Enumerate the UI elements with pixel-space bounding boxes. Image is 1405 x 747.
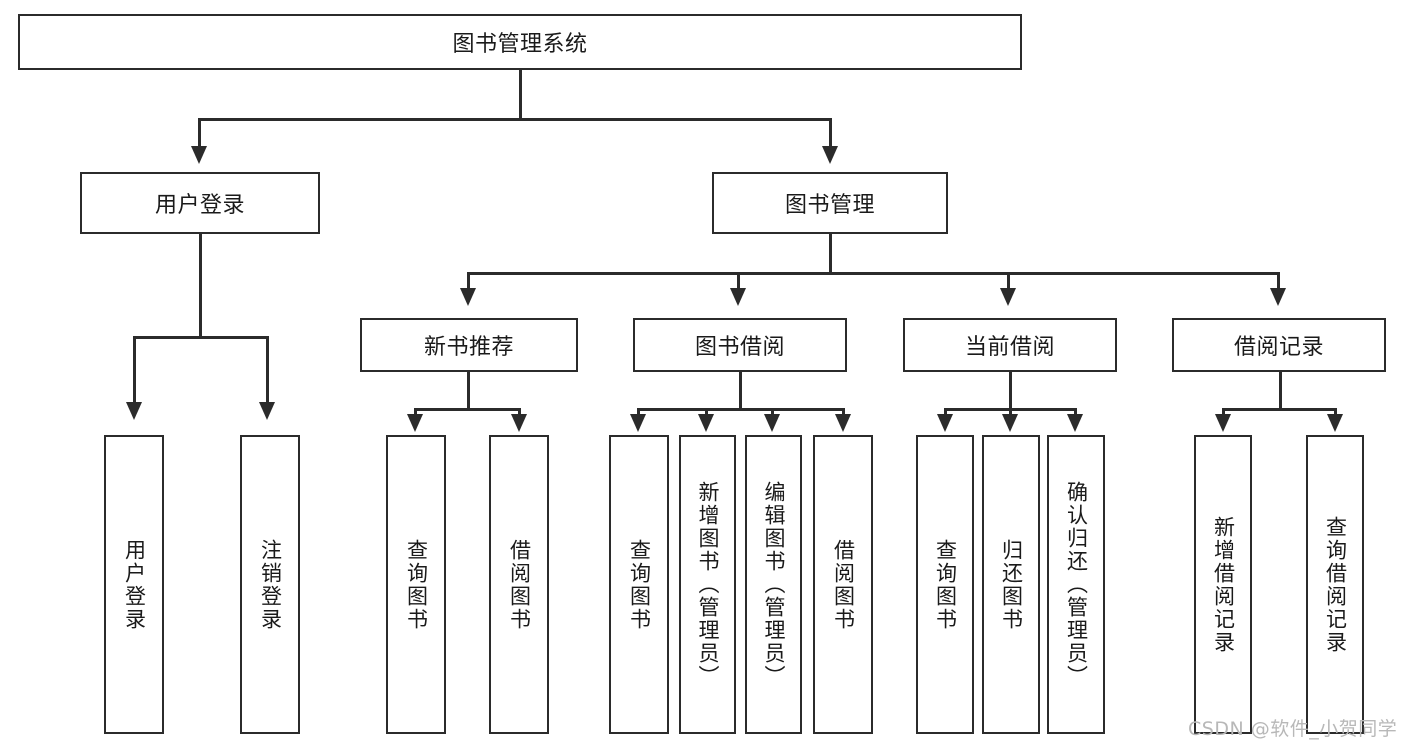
leaf-logout[interactable]: 注销登录	[240, 435, 300, 734]
connector-user-login-drop-1	[133, 336, 136, 404]
connector-root-drop-left	[198, 118, 201, 148]
node-label: 借阅记录	[1233, 335, 1324, 360]
leaf-cb-query-book[interactable]: 查询图书	[916, 435, 974, 734]
connector-root-drop-right	[829, 118, 832, 148]
connector-bb-drop-4	[842, 408, 845, 418]
leaf-label: 用户登录	[122, 538, 147, 631]
leaf-cb-return-book[interactable]: 归还图书	[982, 435, 1040, 734]
connector-bb-drop-2	[705, 408, 708, 418]
leaf-label: 注销登录	[258, 538, 283, 631]
connector-nbr-drop-1	[414, 408, 417, 418]
leaf-label: 查询图书	[627, 538, 652, 631]
node-borrow-record[interactable]: 借阅记录	[1172, 318, 1386, 372]
connector-user-login-drop-2	[266, 336, 269, 404]
arrow-to-leaf-bb-borrow-book	[835, 414, 851, 432]
leaf-label: 确认归还（管理员）	[1064, 481, 1089, 688]
arrow-to-current-borrow	[1000, 288, 1016, 306]
arrow-to-book-management	[822, 146, 838, 164]
leaf-label: 归还图书	[999, 538, 1024, 631]
node-label: 新书推荐	[423, 335, 514, 360]
node-root-book-management-system[interactable]: 图书管理系统	[18, 14, 1022, 70]
node-book-management[interactable]: 图书管理	[712, 172, 948, 234]
connector-bb-bar	[637, 408, 845, 411]
leaf-nbr-borrow-book[interactable]: 借阅图书	[489, 435, 549, 734]
connector-bb-drop-3	[771, 408, 774, 418]
leaf-bb-query-book[interactable]: 查询图书	[609, 435, 669, 734]
leaf-br-query-record[interactable]: 查询借阅记录	[1306, 435, 1364, 734]
connector-cb-drop-3	[1074, 408, 1077, 418]
connector-nbr-drop-2	[518, 408, 521, 418]
connector-cb-drop-2	[1009, 408, 1012, 418]
connector-user-login-stem	[199, 234, 202, 336]
leaf-label: 借阅图书	[507, 538, 532, 631]
leaf-cb-confirm-return[interactable]: 确认归还（管理员）	[1047, 435, 1105, 734]
connector-cb-stem	[1009, 372, 1012, 408]
node-label: 用户登录	[154, 193, 245, 218]
arrow-to-new-book-recommend	[460, 288, 476, 306]
node-label: 当前借阅	[964, 335, 1055, 360]
connector-bm-drop-1	[467, 272, 470, 290]
connector-bm-drop-4	[1277, 272, 1280, 290]
leaf-br-add-record[interactable]: 新增借阅记录	[1194, 435, 1252, 734]
leaf-label: 编辑图书（管理员）	[762, 481, 786, 688]
arrow-to-leaf-cb-confirm-return	[1067, 414, 1083, 432]
connector-br-bar	[1222, 408, 1337, 411]
arrow-to-leaf-br-add-record	[1215, 414, 1231, 432]
connector-root-stem	[519, 70, 522, 118]
leaf-bb-borrow-book[interactable]: 借阅图书	[813, 435, 873, 734]
connector-nbr-stem	[467, 372, 470, 408]
arrow-to-borrow-record	[1270, 288, 1286, 306]
node-label: 图书管理系统	[452, 32, 588, 57]
connector-bb-drop-1	[637, 408, 640, 418]
node-label: 图书借阅	[694, 335, 785, 360]
node-user-login[interactable]: 用户登录	[80, 172, 320, 234]
leaf-user-login[interactable]: 用户登录	[104, 435, 164, 734]
connector-br-drop-1	[1222, 408, 1225, 418]
arrow-to-leaf-bb-add-book	[698, 414, 714, 432]
watermark-text: CSDN @软件_小贺同学	[1188, 718, 1398, 740]
arrow-to-leaf-nbr-query-book	[407, 414, 423, 432]
leaf-label: 查询图书	[404, 538, 429, 631]
arrow-to-leaf-nbr-borrow-book	[511, 414, 527, 432]
leaf-label: 查询借阅记录	[1323, 515, 1348, 654]
leaf-label: 新增图书（管理员）	[696, 481, 720, 688]
connector-bm-drop-3	[1007, 272, 1010, 290]
arrow-to-leaf-cb-query-book	[937, 414, 953, 432]
leaf-label: 查询图书	[933, 538, 958, 631]
arrow-to-leaf-br-query-record	[1327, 414, 1343, 432]
connector-bb-stem	[739, 372, 742, 408]
connector-user-login-bar	[133, 336, 268, 339]
leaf-label: 新增借阅记录	[1211, 515, 1236, 654]
arrow-to-leaf-logout	[259, 402, 275, 420]
arrow-to-book-borrow	[730, 288, 746, 306]
arrow-to-leaf-bb-query-book	[630, 414, 646, 432]
leaf-label: 借阅图书	[831, 538, 856, 631]
arrow-to-user-login	[191, 146, 207, 164]
connector-book-management-stem	[829, 234, 832, 272]
leaf-bb-edit-book[interactable]: 编辑图书（管理员）	[745, 435, 802, 734]
arrow-to-leaf-cb-return-book	[1002, 414, 1018, 432]
arrow-to-leaf-bb-edit-book	[764, 414, 780, 432]
node-book-borrow[interactable]: 图书借阅	[633, 318, 847, 372]
connector-root-bar	[198, 118, 832, 121]
connector-br-drop-2	[1334, 408, 1337, 418]
connector-book-management-bar	[467, 272, 1277, 275]
leaf-nbr-query-book[interactable]: 查询图书	[386, 435, 446, 734]
node-label: 图书管理	[784, 193, 875, 218]
connector-bm-drop-2	[737, 272, 740, 290]
connector-cb-drop-1	[944, 408, 947, 418]
leaf-bb-add-book[interactable]: 新增图书（管理员）	[679, 435, 736, 734]
node-new-book-recommend[interactable]: 新书推荐	[360, 318, 578, 372]
node-current-borrow[interactable]: 当前借阅	[903, 318, 1117, 372]
connector-nbr-bar	[414, 408, 521, 411]
connector-br-stem	[1279, 372, 1282, 408]
arrow-to-leaf-user-login	[126, 402, 142, 420]
